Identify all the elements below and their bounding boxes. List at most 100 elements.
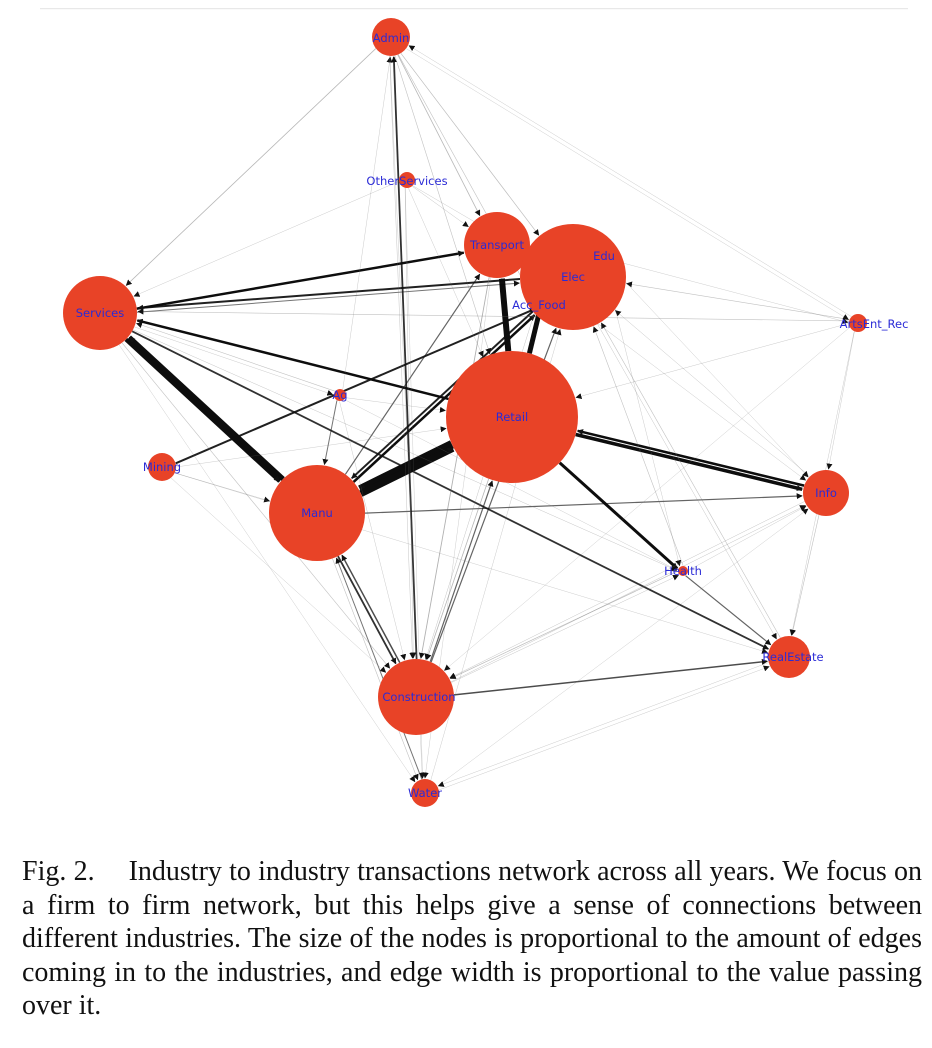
edge-health-to-realestate bbox=[685, 575, 772, 646]
edge-info-to-retail bbox=[577, 429, 805, 487]
edge-edu-to-info bbox=[602, 257, 809, 478]
edge-services-to-transport bbox=[136, 250, 465, 310]
edge-elec-to-services bbox=[137, 278, 521, 311]
edge-info-to-realestate bbox=[790, 514, 820, 636]
node-label-mining: Mining bbox=[143, 460, 181, 474]
node-label-realestate: RealEstate bbox=[762, 650, 823, 664]
node-label-construction: Construction bbox=[382, 690, 455, 704]
edge-services-to-manu bbox=[124, 338, 281, 483]
node-label-admin: Admin bbox=[373, 31, 410, 45]
edge-construction-to-health bbox=[451, 574, 679, 683]
edge-arts-to-services bbox=[137, 308, 850, 322]
edge-other-to-transport bbox=[412, 186, 469, 228]
edge-info-to-construction bbox=[449, 501, 805, 679]
edge-ag-to-health bbox=[344, 399, 678, 571]
edge-ag-to-manu bbox=[322, 400, 338, 466]
edge-other-to-retail bbox=[408, 187, 484, 358]
edge-services-to-elec bbox=[136, 280, 520, 313]
edge-transport-to-construction bbox=[418, 277, 490, 659]
node-other bbox=[399, 172, 415, 188]
edge-retail-to-info bbox=[575, 432, 803, 492]
node-label-manu: Manu bbox=[301, 506, 333, 520]
edge-manu-to-services bbox=[127, 335, 285, 481]
node-label-health: Health bbox=[664, 564, 702, 578]
edge-manu-to-construction bbox=[337, 555, 397, 665]
node-services bbox=[63, 276, 137, 350]
edge-admin-to-arts bbox=[406, 48, 849, 320]
edge-ag-to-retail bbox=[345, 397, 446, 413]
label-layer: AdminOtherServicesTransportElecEduAcc_Fo… bbox=[76, 31, 909, 800]
edge-water-to-manu bbox=[335, 557, 423, 780]
figure-top-border bbox=[40, 8, 908, 10]
edge-construction-to-info bbox=[450, 505, 806, 683]
node-label-transport: Transport bbox=[469, 238, 524, 252]
edge-realestate-to-elec bbox=[601, 322, 781, 638]
edge-arts-to-retail bbox=[575, 323, 849, 399]
edge-retail-to-health bbox=[558, 461, 679, 570]
edge-health-to-elec bbox=[592, 326, 684, 566]
edge-services-to-ag bbox=[134, 326, 334, 396]
edge-water-to-realestate bbox=[438, 665, 770, 791]
edge-admin-to-water bbox=[389, 56, 426, 779]
edge-other-to-services bbox=[133, 181, 399, 297]
edge-admin-to-elec bbox=[400, 53, 540, 236]
node-info bbox=[803, 470, 849, 516]
edge-edu-to-arts bbox=[603, 257, 849, 324]
node-label-arts: ArtsEnt_Rec bbox=[840, 317, 909, 331]
node-label-food: Acc_Food bbox=[512, 298, 566, 312]
node-mining bbox=[148, 453, 176, 481]
edge-services-to-realestate bbox=[131, 330, 769, 650]
edge-realestate-to-water bbox=[437, 662, 769, 787]
edge-manu-to-water bbox=[332, 558, 419, 781]
edge-admin-to-services bbox=[125, 48, 377, 286]
edge-services-to-construction bbox=[121, 342, 391, 669]
figure-number: Fig. 2. bbox=[22, 856, 95, 887]
node-label-services: Services bbox=[76, 306, 125, 320]
node-elec bbox=[520, 224, 626, 330]
edge-arts-to-construction bbox=[444, 327, 850, 671]
node-label-info: Info bbox=[815, 486, 837, 500]
node-label-edu: Edu bbox=[593, 249, 615, 263]
edge-manu-to-elec bbox=[352, 314, 536, 483]
edge-retail-to-food bbox=[526, 309, 543, 354]
node-label-water: Water bbox=[408, 786, 442, 800]
edge-arts-to-info bbox=[826, 331, 855, 470]
edge-manu-to-retail bbox=[359, 445, 455, 497]
node-retail bbox=[446, 351, 578, 483]
edge-construction-to-realestate bbox=[453, 658, 768, 696]
node-layer bbox=[63, 18, 867, 807]
edge-admin-to-retail bbox=[394, 55, 492, 355]
edge-arts-to-admin bbox=[408, 45, 852, 317]
node-ag bbox=[334, 389, 346, 401]
edge-ag-to-construction bbox=[339, 401, 407, 661]
edge-water-to-info bbox=[437, 508, 809, 787]
edge-elec-to-realestate bbox=[597, 323, 777, 640]
edge-retail-to-construction bbox=[425, 478, 490, 661]
node-water bbox=[411, 779, 439, 807]
edge-mining-to-manu bbox=[174, 472, 271, 503]
node-manu bbox=[269, 465, 365, 561]
edge-retail-to-manu bbox=[358, 440, 454, 494]
node-admin bbox=[372, 18, 410, 56]
node-label-retail: Retail bbox=[496, 410, 529, 424]
node-food bbox=[535, 301, 543, 309]
edge-manu-to-transport bbox=[344, 273, 481, 475]
edge-arts-to-elec bbox=[626, 281, 850, 320]
edge-other-to-construction bbox=[404, 187, 417, 659]
edge-mining-to-construction bbox=[170, 477, 387, 673]
node-realestate bbox=[768, 636, 810, 678]
edge-admin-to-transport bbox=[397, 54, 481, 217]
caption-text: Industry to industry transactions networ… bbox=[22, 856, 922, 1021]
node-label-ag: Ag bbox=[332, 388, 347, 402]
edge-manu-to-info bbox=[364, 493, 803, 514]
node-health bbox=[678, 566, 688, 576]
node-transport bbox=[464, 212, 530, 278]
edge-services-to-water bbox=[118, 344, 416, 783]
node-construction bbox=[378, 659, 454, 735]
edge-health-to-construction bbox=[449, 570, 678, 679]
edge-elec-to-manu bbox=[351, 310, 534, 480]
edge-info-to-elec bbox=[614, 310, 810, 477]
network-graph: AdminOtherServicesTransportElecEduAcc_Fo… bbox=[40, 8, 909, 807]
node-arts bbox=[849, 314, 867, 332]
edge-health-to-info bbox=[688, 505, 807, 571]
